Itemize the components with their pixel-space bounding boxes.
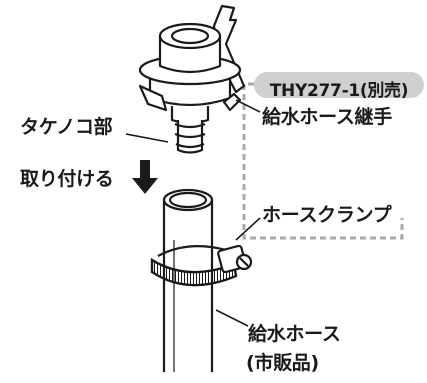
leader-supply-hose [215,309,249,327]
hose-clamp-part [150,244,253,287]
leader-hose-joint [235,99,261,113]
hose-clamp-label: ホースクランプ [262,204,392,226]
product-code-label: THY277-1(別売) [269,81,409,101]
arrow-down-icon [132,160,158,194]
supply-hose-label: 給水ホース [248,323,341,345]
product-code-badge: THY277-1(別売) [254,72,424,101]
supply-hose [162,188,214,372]
hose-joint-part [138,4,246,154]
attach-label: 取り付ける [20,168,114,190]
leader-lines [125,99,261,327]
leader-bamboo-shoot [125,133,169,143]
supply-hose-note: (市販品) [246,352,319,374]
joint-tab [138,84,168,112]
dashed-connector [242,82,404,240]
hose-joint-label: 給水ホース継手 [262,106,392,128]
leader-hose-clamp [235,217,261,241]
bamboo-shoot-label: タケノコ部 [20,116,113,138]
